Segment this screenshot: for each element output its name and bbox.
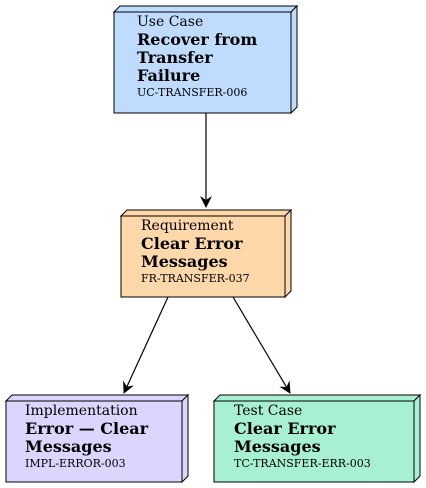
- use-case-kind: Use Case: [137, 14, 204, 30]
- requirement-id: FR-TRANSFER-037: [141, 272, 250, 285]
- use-case-title: Recover from Transfer Failure: [137, 30, 258, 85]
- implementation-node[interactable]: [4, 393, 190, 484]
- edge-requirement-to-implementation: [123, 296, 169, 394]
- test-case-title: Clear Error Messages: [234, 419, 336, 456]
- test-case-node-side: [413, 393, 421, 484]
- use-case-node-side: [290, 4, 298, 115]
- requirement-node-top: [119, 209, 293, 217]
- test-case-node-face: [213, 400, 415, 483]
- implementation-node-face: [5, 400, 183, 483]
- requirement-title: Clear Error Messages: [141, 234, 243, 271]
- requirement-node-side: [284, 208, 292, 299]
- implementation-node-side: [181, 393, 189, 484]
- edge-requirement-to-testcase: [232, 296, 291, 394]
- requirement-node-face: [120, 215, 286, 298]
- test-case-label: Test Case Clear Error Messages TC-TRANSF…: [234, 404, 412, 469]
- implementation-id: IMPL-ERROR-003: [25, 457, 126, 470]
- implementation-node-top: [4, 394, 190, 402]
- implementation-label: Implementation Error — Clear Messages IM…: [25, 404, 180, 469]
- use-case-label: Use Case Recover from Transfer Failure U…: [137, 15, 287, 98]
- test-case-node[interactable]: [212, 393, 422, 484]
- requirement-kind: Requirement: [141, 218, 234, 234]
- use-case-id: UC-TRANSFER-006: [137, 86, 248, 99]
- test-case-id: TC-TRANSFER-ERR-003: [234, 457, 371, 470]
- implementation-kind: Implementation: [25, 403, 138, 419]
- requirement-node[interactable]: [119, 208, 293, 299]
- use-case-node-top: [112, 5, 299, 13]
- use-case-node-face: [113, 11, 292, 114]
- test-case-kind: Test Case: [234, 403, 303, 419]
- test-case-node-top: [212, 394, 422, 402]
- requirement-label: Requirement Clear Error Messages FR-TRAN…: [141, 219, 281, 284]
- use-case-node[interactable]: [112, 4, 299, 115]
- implementation-title: Error — Clear Messages: [25, 419, 149, 456]
